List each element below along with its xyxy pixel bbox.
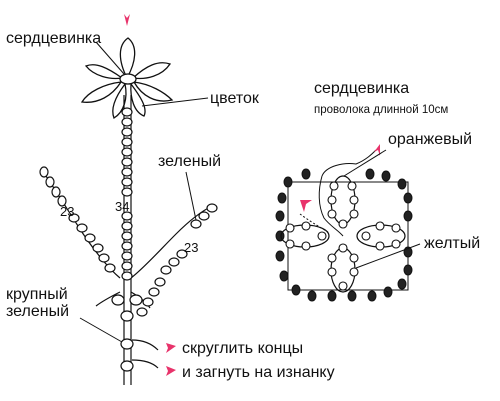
- label-orange: оранжевый: [388, 131, 473, 148]
- label-large-green-line2: зеленый: [6, 303, 70, 320]
- label-core-left: сердцевинка: [6, 30, 102, 47]
- label-flower: цветок: [210, 90, 259, 107]
- arrow-round-ends-icon: [166, 343, 176, 353]
- label-core-right: сердцевинка: [314, 80, 410, 97]
- right-leaf-beads: [136, 203, 218, 317]
- label-count-left-leaf: 23: [60, 204, 75, 219]
- arrow-bend-back-icon: [166, 366, 176, 376]
- label-large-green-line1: крупный: [6, 286, 68, 303]
- label-wire-length: проволока длинной 10см: [314, 104, 449, 116]
- label-green: зеленый: [158, 153, 222, 170]
- label-bend-back: и загнуть на изнанку: [182, 364, 335, 381]
- label-count-right-leaf: 23: [184, 240, 199, 255]
- label-count-stem: 34: [115, 199, 130, 214]
- arrow-top-icon: [124, 14, 130, 26]
- core-outer-frame: [287, 181, 409, 291]
- stem-beads: [120, 107, 134, 372]
- leader-lines-right: [343, 149, 421, 269]
- label-yellow: желтый: [424, 235, 481, 252]
- large-green-beads: [111, 294, 143, 322]
- left-leaf-beads: [39, 166, 116, 273]
- arrow-wire-end-icon: [374, 144, 380, 156]
- flower-petals: [80, 37, 174, 119]
- orange-beads: [275, 168, 413, 302]
- label-round-ends: скруглить концы: [182, 340, 304, 357]
- core-wire: [299, 149, 377, 237]
- arrow-core-entry-icon: [300, 200, 312, 212]
- yellow-petal-loops: [280, 175, 406, 293]
- yellow-beads: [285, 181, 401, 291]
- leader-lines-left: [79, 41, 209, 343]
